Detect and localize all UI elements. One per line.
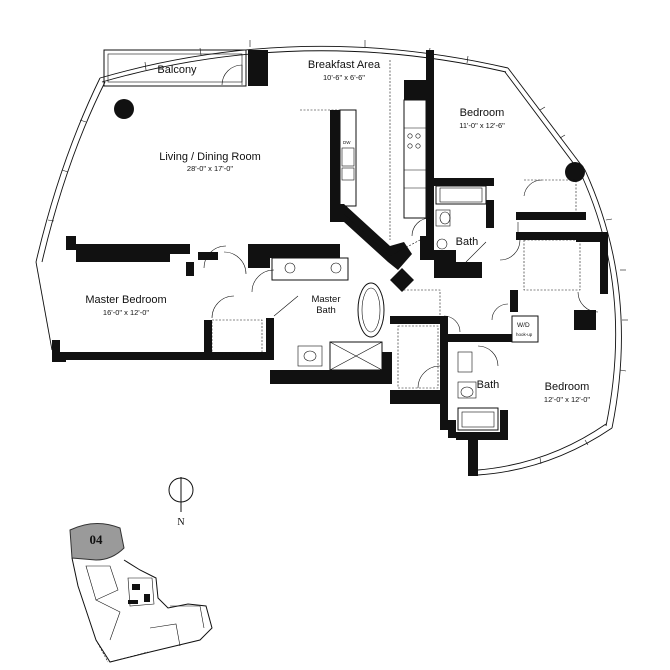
master-bedroom-label: Master Bedroom: [85, 294, 166, 306]
master-closet: [211, 251, 263, 355]
bath-south-label: Bath: [477, 379, 500, 391]
washer-dryer-label: W/D: [517, 322, 530, 329]
living-dining-label: Living / Dining Room: [159, 151, 261, 163]
hallway: [203, 179, 599, 389]
bedroom-south-label: Bedroom: [545, 381, 590, 393]
exterior-glass-walls: [35, 40, 628, 476]
column: [114, 99, 134, 119]
south-bath: W/D hook-up: [457, 315, 539, 431]
kitchen: DW: [300, 60, 427, 240]
master-bath-fixtures: [251, 257, 385, 371]
bedroom-north-label: Bedroom: [460, 107, 505, 119]
balcony-label: Balcony: [157, 64, 197, 76]
breakfast-area-dims: 10'-6" x 6'-6": [323, 73, 365, 82]
interior-walls: [52, 50, 608, 476]
north-bath: [411, 185, 487, 263]
washer-dryer-sublabel: hook-up: [516, 332, 533, 337]
balcony: [103, 49, 268, 87]
key-plan-unit-label: 04: [90, 532, 104, 547]
bedroom-south-dims: 12'-0" x 12'-0": [544, 395, 590, 404]
master-bath-label-line1: Master: [311, 294, 340, 305]
breakfast-area-label: Breakfast Area: [308, 59, 381, 71]
dishwasher-label: DW: [343, 140, 351, 145]
bath-north-label: Bath: [456, 236, 479, 248]
bedroom-north-dims: 11'-0" x 12'-6": [459, 121, 505, 130]
room-labels: Balcony Breakfast Area 10'-6" x 6'-6" Be…: [85, 59, 590, 404]
master-bath-label-line2: Bath: [316, 305, 336, 316]
key-plan: 04: [69, 523, 213, 663]
north-label: N: [177, 517, 184, 528]
master-bedroom-dims: 16'-0" x 12'-0": [103, 308, 149, 317]
living-dining-dims: 28'-0" x 17'-0": [187, 164, 233, 173]
north-compass: N: [168, 477, 194, 528]
